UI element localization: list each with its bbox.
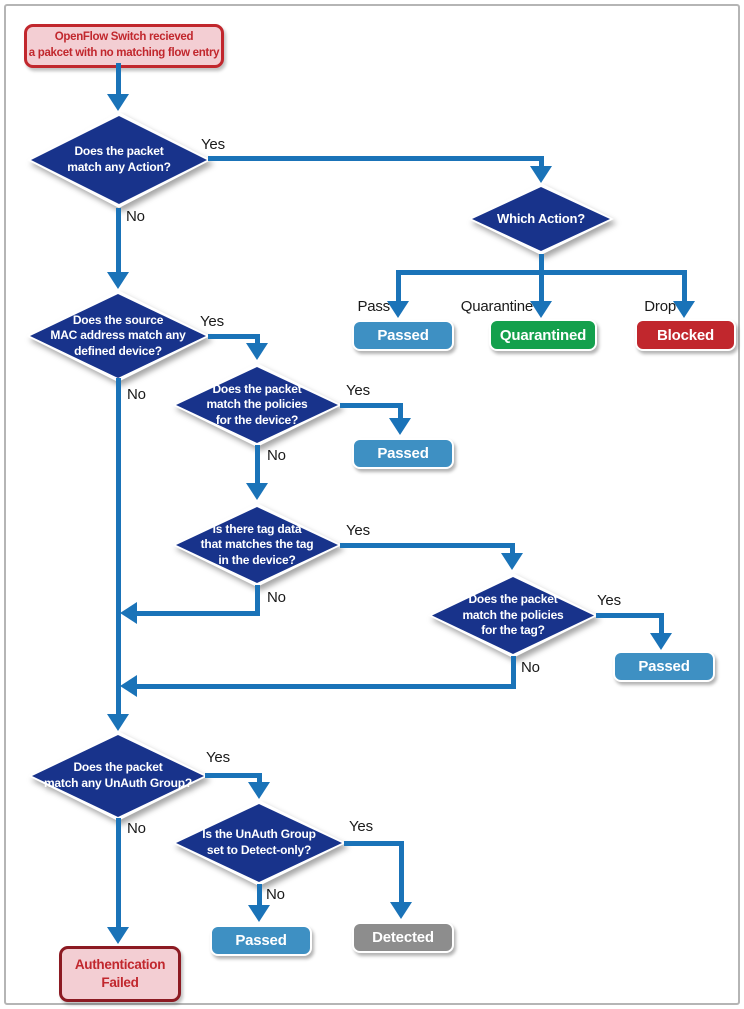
connector-device-policies-yes (340, 403, 403, 408)
decision-tag-policies-label: Does the packet match the policies for t… (462, 592, 564, 638)
arrowhead-into-quarantined (530, 301, 552, 318)
connector-match-action-no (116, 208, 121, 272)
label-no-match-action: No (126, 208, 145, 225)
connector-tag-policies-yes (596, 613, 664, 618)
connector-main-vertical (116, 378, 121, 714)
decision-which-action: Which Action? (468, 183, 614, 255)
label-yes-unauth-group: Yes (206, 749, 230, 766)
label-yes-device-policies: Yes (346, 382, 370, 399)
arrowhead-into-passed-action (387, 301, 409, 318)
decision-mac-match-label: Does the source MAC address match any de… (50, 312, 186, 358)
arrowhead-into-mac-match (107, 272, 129, 289)
arrowhead-into-tag-data (246, 483, 268, 500)
label-no-detect-only: No (266, 886, 285, 903)
label-quarantine: Quarantine (460, 298, 533, 315)
connector-tag-data-no-merge (136, 611, 260, 616)
arrowhead-into-match-action (107, 94, 129, 111)
label-no-device-policies: No (267, 447, 286, 464)
decision-detect-only-label: Is the UnAuth Group set to Detect-only? (202, 827, 316, 857)
connector-detect-only-no (257, 884, 262, 906)
connector-pass-branch (396, 270, 401, 302)
outcome-passed-action: Passed (352, 320, 454, 351)
connector-device-policies-yes-drop (398, 403, 403, 419)
decision-match-action: Does the packet match any Action? (27, 112, 211, 208)
label-drop: Drop (644, 298, 676, 315)
arrowhead-into-auth-failed (107, 927, 129, 944)
connector-tag-data-yes (340, 543, 515, 548)
outcome-quarantined: Quarantined (489, 319, 597, 351)
decision-device-policies-label: Does the packet match the policies for t… (206, 381, 308, 427)
arrowhead-into-detect-only (248, 782, 270, 799)
connector-match-action-yes (208, 156, 543, 161)
outcome-blocked: Blocked (635, 319, 736, 351)
label-no-tag-policies: No (521, 659, 540, 676)
label-no-tag-data: No (267, 589, 286, 606)
label-yes-mac-match: Yes (200, 313, 224, 330)
arrowhead-into-passed-unauth (248, 905, 270, 922)
arrowhead-merge-tag-policies (120, 675, 137, 697)
decision-mac-match: Does the source MAC address match any de… (26, 290, 210, 382)
decision-tag-policies: Does the packet match the policies for t… (428, 573, 598, 658)
label-yes-tag-policies: Yes (597, 592, 621, 609)
connector-tag-policies-yes-drop (659, 613, 664, 634)
arrowhead-merge-tag-data (120, 602, 137, 624)
arrowhead-into-blocked (673, 301, 695, 318)
decision-detect-only: Is the UnAuth Group set to Detect-only? (172, 800, 346, 886)
connector-tag-policies-no (511, 656, 516, 689)
connector-detect-only-yes (344, 841, 404, 846)
decision-which-action-label: Which Action? (497, 210, 585, 226)
connector-match-action-yes-drop (539, 156, 544, 167)
outcome-passed-device: Passed (352, 438, 454, 469)
label-yes-detect-only: Yes (349, 818, 373, 835)
start-node: OpenFlow Switch recieved a pakcet with n… (24, 24, 224, 68)
connector-which-action-stem (539, 254, 544, 275)
connector-unauth-no (116, 818, 121, 928)
connector-tag-data-yes-drop (510, 543, 515, 554)
label-no-mac-match: No (127, 386, 146, 403)
outcome-auth-failed: Authentication Failed (59, 946, 181, 1002)
arrowhead-into-unauth-group (107, 714, 129, 731)
decision-match-action-label: Does the packet match any Action? (67, 144, 171, 174)
arrowhead-into-device-policies (246, 343, 268, 360)
label-no-unauth-group: No (127, 820, 146, 837)
arrowhead-into-tag-policies (501, 553, 523, 570)
label-yes-tag-data: Yes (346, 522, 370, 539)
connector-mac-match-yes (208, 334, 259, 339)
arrowhead-into-passed-tag (650, 633, 672, 650)
decision-tag-data-label: Is there tag data that matches the tag i… (200, 521, 314, 567)
label-yes-match-action: Yes (201, 136, 225, 153)
outcome-detected: Detected (352, 922, 454, 953)
outcome-passed-unauth: Passed (210, 925, 312, 956)
connector-quarantine-branch (539, 270, 544, 302)
arrowhead-into-which-action (530, 166, 552, 183)
connector-start-to-match-action (116, 63, 121, 95)
decision-device-policies: Does the packet match the policies for t… (172, 363, 342, 447)
page-border (4, 4, 740, 1005)
arrowhead-into-passed-device (389, 418, 411, 435)
connector-unauth-yes (205, 773, 262, 778)
decision-unauth-group-label: Does the packet match any UnAuth Group? (43, 760, 193, 790)
connector-device-policies-no (255, 445, 260, 484)
outcome-passed-tag: Passed (613, 651, 715, 682)
arrowhead-into-detected (390, 902, 412, 919)
connector-drop-branch (682, 270, 687, 302)
connector-tag-data-no (255, 585, 260, 616)
decision-unauth-group: Does the packet match any UnAuth Group? (28, 731, 208, 821)
connector-detect-only-yes-drop (399, 841, 404, 903)
connector-unauth-yes-drop (257, 773, 262, 783)
connector-tag-policies-no-merge (136, 684, 516, 689)
label-pass: Pass (357, 298, 390, 315)
connector-mac-match-yes-drop (255, 334, 260, 344)
decision-tag-data: Is there tag data that matches the tag i… (172, 503, 342, 587)
